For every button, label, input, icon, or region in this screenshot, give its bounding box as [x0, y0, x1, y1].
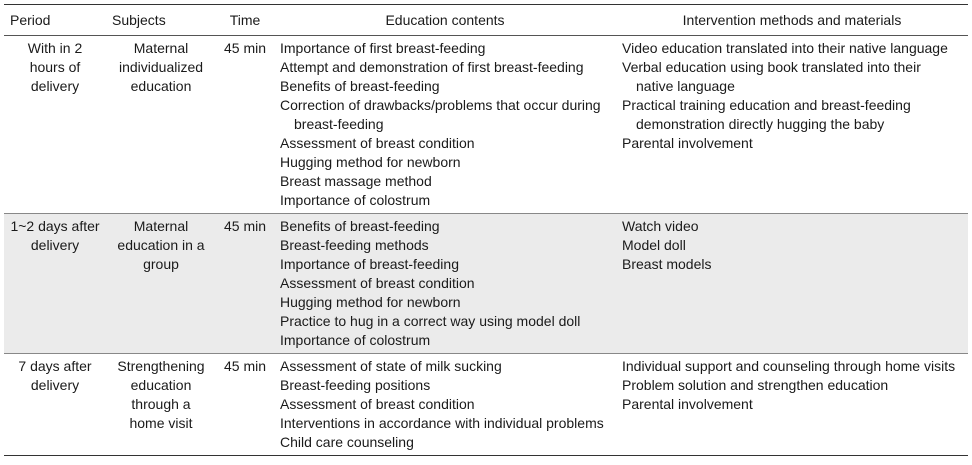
content-item: Benefits of breast-feeding: [280, 218, 440, 234]
methods-list: Watch video Model doll Breast models: [622, 217, 962, 274]
methods-cell: Video education translated into their na…: [616, 35, 968, 214]
period-text: With in 2 hours of delivery: [27, 40, 83, 94]
header-period: Period: [4, 4, 106, 36]
table-row: 1~2 days after delivery Maternal educati…: [4, 213, 968, 354]
method-item: Practical training education and breast-…: [622, 97, 911, 132]
content-item: Assessment of breast condition: [280, 275, 475, 291]
content-item: Assessment of breast condition: [280, 135, 475, 151]
contents-list: Benefits of breast-feeding Breast-feedin…: [280, 217, 610, 350]
header-time: Time: [216, 4, 274, 36]
period-text: 7 days after delivery: [18, 358, 92, 393]
contents-cell: Importance of first breast-feeding Attem…: [274, 35, 616, 214]
table-row: With in 2 hours of delivery Maternal ind…: [4, 35, 968, 214]
subjects-text: Maternal education in a group: [117, 218, 205, 272]
subjects-text: Strengthening education through a home v…: [117, 358, 205, 431]
content-item: Assessment of breast condition: [280, 396, 475, 412]
header-intervention-methods: Intervention methods and materials: [616, 4, 968, 36]
contents-cell: Benefits of breast-feeding Breast-feedin…: [274, 213, 616, 354]
period-cell: 1~2 days after delivery: [4, 213, 106, 354]
content-item: Importance of breast-feeding: [280, 256, 459, 272]
method-item: Watch video: [622, 218, 699, 234]
time-cell: 45 min: [216, 35, 274, 214]
methods-cell: Individual support and counseling throug…: [616, 353, 968, 456]
table-header: Period Subjects Time Education contents …: [4, 4, 968, 36]
time-cell: 45 min: [216, 353, 274, 456]
method-item: Model doll: [622, 237, 686, 253]
content-item: Importance of first breast-feeding: [280, 40, 486, 56]
content-item: Importance of colostrum: [280, 192, 431, 208]
content-item: Child care counseling: [280, 434, 414, 450]
subjects-text: Maternal individualized education: [118, 40, 204, 94]
table-row: 7 days after delivery Strengthening educ…: [4, 353, 968, 456]
subjects-cell: Strengthening education through a home v…: [106, 353, 216, 456]
content-item: Breast-feeding positions: [280, 377, 431, 393]
subjects-cell: Maternal education in a group: [106, 213, 216, 354]
content-item: Interventions in accordance with individ…: [280, 415, 604, 431]
content-item: Practice to hug in a correct way using m…: [280, 313, 581, 329]
period-text: 1~2 days after delivery: [10, 218, 100, 253]
method-item: Verbal education using book translated i…: [622, 59, 921, 94]
content-item: Benefits of breast-feeding: [280, 78, 440, 94]
content-item: Attempt and demonstration of first breas…: [280, 59, 584, 75]
time-cell: 45 min: [216, 213, 274, 354]
content-item: Hugging method for newborn: [280, 294, 461, 310]
content-item: Importance of colostrum: [280, 332, 431, 348]
contents-list: Importance of first breast-feeding Attem…: [280, 39, 610, 210]
content-item: Hugging method for newborn: [280, 154, 461, 170]
content-item: Breast massage method: [280, 173, 432, 189]
subjects-cell: Maternal individualized education: [106, 35, 216, 214]
method-item: Video education translated into their na…: [622, 40, 948, 56]
methods-cell: Watch video Model doll Breast models: [616, 213, 968, 354]
content-item: Correction of drawbacks/problems that oc…: [280, 97, 601, 132]
method-item: Problem solution and strengthen educatio…: [622, 377, 889, 393]
content-item: Assessment of state of milk sucking: [280, 358, 502, 374]
header-education-contents: Education contents: [274, 4, 616, 36]
table-body: With in 2 hours of delivery Maternal ind…: [4, 35, 968, 456]
period-cell: With in 2 hours of delivery: [4, 35, 106, 214]
contents-cell: Assessment of state of milk sucking Brea…: [274, 353, 616, 456]
header-subjects: Subjects: [106, 4, 216, 36]
education-program-table-container: Period Subjects Time Education contents …: [4, 4, 968, 456]
header-row: Period Subjects Time Education contents …: [4, 4, 968, 36]
education-program-table: Period Subjects Time Education contents …: [4, 4, 968, 456]
method-item: Individual support and counseling throug…: [622, 358, 956, 374]
method-item: Breast models: [622, 256, 712, 272]
methods-list: Video education translated into their na…: [622, 39, 962, 153]
method-item: Parental involvement: [622, 396, 753, 412]
methods-list: Individual support and counseling throug…: [622, 357, 962, 414]
contents-list: Assessment of state of milk sucking Brea…: [280, 357, 610, 452]
period-cell: 7 days after delivery: [4, 353, 106, 456]
content-item: Breast-feeding methods: [280, 237, 429, 253]
method-item: Parental involvement: [622, 135, 753, 151]
